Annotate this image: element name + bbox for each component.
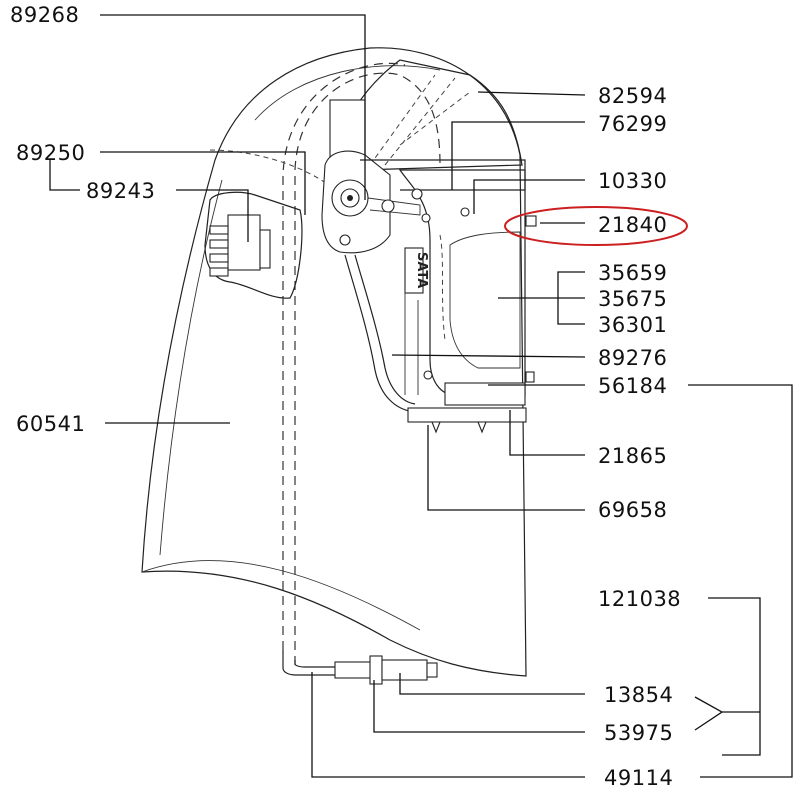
coupling-body [381,659,428,681]
coupling-nut [369,655,383,685]
leader-56184-long [688,384,793,778]
small-bolt-lower [525,371,535,383]
label-69658[interactable]: 69658 [598,498,667,522]
leader-21865 [509,410,585,456]
label-121038[interactable]: 121038 [598,587,681,611]
leader-89250 [100,151,306,215]
base-pin-left [431,421,441,434]
part-labels: 89268 82594 76299 89250 89243 10330 2184… [10,3,681,790]
label-35659[interactable]: 35659 [598,261,667,285]
label-21865[interactable]: 21865 [598,444,667,468]
leader-lines [49,14,793,778]
regulator-knob-center [347,195,353,201]
housing-screw-1 [411,188,423,200]
coupling-tip [426,662,438,678]
label-35675[interactable]: 35675 [598,287,667,311]
leader-89243 [176,189,249,242]
hood-crown-line [254,65,441,121]
side-valve-housing [204,191,303,299]
label-89276[interactable]: 89276 [598,346,667,370]
regulator-lever [367,197,421,216]
filter-inner-panel-hidden [439,234,446,341]
leader-121038 [708,597,761,756]
label-89268[interactable]: 89268 [10,3,79,27]
leader-89243-elbow [49,160,80,191]
side-valve-cap-3 [209,253,229,263]
bracket-screw [339,234,351,246]
label-13854[interactable]: 13854 [604,683,673,707]
label-60541[interactable]: 60541 [16,412,85,436]
label-36301[interactable]: 36301 [598,313,667,337]
label-56184[interactable]: 56184 [598,374,667,398]
lower-coupling [444,382,526,406]
hood-outer-shell [141,47,527,677]
air-tube [344,254,416,413]
leader-10330 [473,179,585,214]
side-valve-cap-2 [209,239,229,249]
label-10330[interactable]: 10330 [598,169,667,193]
hose-channel-dashed-inner [282,62,406,650]
supply-hose-outer [294,660,335,668]
label-89250[interactable]: 89250 [16,141,85,165]
hose-channel-dashed [294,72,441,665]
highlight-21840 [504,206,688,246]
hood-skirt-line [141,560,421,631]
leader-49114 [311,672,585,778]
small-bolt-21840 [525,215,537,227]
label-76299[interactable]: 76299 [598,112,667,136]
side-valve-cap-4 [209,267,229,277]
hood-inner-contour [159,179,223,556]
brand-plate [404,247,424,294]
leader-13854 [399,673,585,695]
housing-screw-4 [423,370,433,380]
label-82594[interactable]: 82594 [598,84,667,108]
label-21840[interactable]: 21840 [598,213,667,237]
leader-53975 [373,680,585,733]
leader-76299 [451,121,585,190]
filter-inner-panel [449,231,521,369]
side-valve-cap-1 [209,225,229,235]
housing-screw-2 [421,213,431,223]
leader-69658 [427,425,585,511]
supply-hose [282,650,335,676]
leader-82594 [477,91,586,96]
label-89243[interactable]: 89243 [86,179,155,203]
base-pin-right [477,421,487,434]
leader-89276 [391,354,586,358]
hood-drawing: SATA [141,47,537,685]
coupling-nipple [334,661,376,679]
frame-rail [404,290,419,395]
label-53975[interactable]: 53975 [604,721,673,745]
label-49114[interactable]: 49114 [604,766,673,790]
side-valve-body [227,214,261,271]
side-valve-ring [259,229,271,269]
filter-housing-top-band [360,159,526,191]
leader-89268 [100,14,366,200]
visor-reflection [369,74,471,166]
leader-13854-53975-join [694,696,760,731]
base-plate [407,407,527,423]
brand-mark: SATA [414,252,429,288]
regulator-screw [381,199,395,213]
housing-screw-3 [460,207,470,217]
air-tube-inner [354,254,416,405]
